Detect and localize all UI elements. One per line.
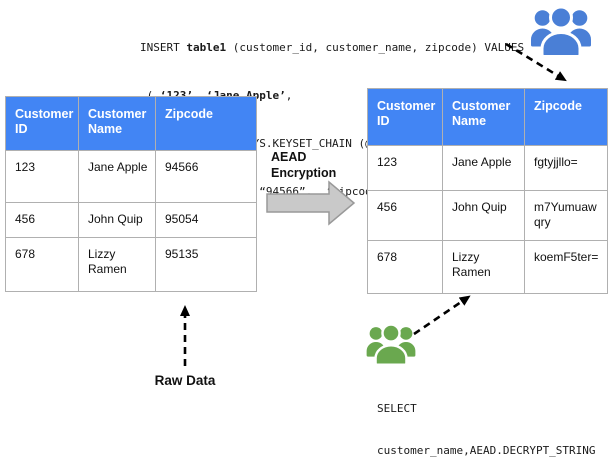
enc-table-header-customer-id: Customer ID: [368, 89, 443, 146]
decrypt-users-icon: [366, 323, 416, 366]
table-cell: m7Yumuawqry: [525, 191, 608, 241]
select-query-line2: customer_name,AEAD.DECRYPT_STRING: [377, 444, 596, 457]
table-cell: Jane Apple: [443, 146, 525, 191]
table-cell: 456: [368, 191, 443, 241]
table-cell: John Quip: [443, 191, 525, 241]
table-cell: 123: [368, 146, 443, 191]
table-cell: 678: [6, 238, 79, 292]
aead-encryption-label: AEAD Encryption: [271, 150, 337, 180]
select-query-line1: SELECT: [377, 402, 417, 415]
table-cell: Lizzy Ramen: [79, 238, 156, 292]
raw-table-header-customer-id: Customer ID: [6, 97, 79, 151]
table-cell: 95054: [156, 203, 257, 238]
enc-table-header-customer-name: Customer Name: [443, 89, 525, 146]
encrypted-data-table: Customer ID Customer Name Zipcode 123 Ja…: [367, 88, 608, 294]
select-query-code: SELECT customer_name,AEAD.DECRYPT_STRING…: [377, 374, 596, 469]
table-cell: koemF5ter=: [525, 241, 608, 294]
enc-table-header-zipcode: Zipcode: [525, 89, 608, 146]
table-cell: 678: [368, 241, 443, 294]
table-cell: 456: [6, 203, 79, 238]
table-cell: Jane Apple: [79, 151, 156, 203]
table-cell: 123: [6, 151, 79, 203]
table-cell: fgtyjjllo=: [525, 146, 608, 191]
raw-data-table: Customer ID Customer Name Zipcode 123 Ja…: [5, 96, 257, 292]
raw-table-header-zipcode: Zipcode: [156, 97, 257, 151]
raw-data-label: Raw Data: [154, 373, 216, 388]
table-cell: Lizzy Ramen: [443, 241, 525, 294]
table-cell: 94566: [156, 151, 257, 203]
select-flow-arrow: [413, 295, 471, 336]
raw-table-header-customer-name: Customer Name: [79, 97, 156, 151]
encryption-arrow: [266, 180, 356, 226]
encrypt-users-icon: [531, 5, 591, 58]
insert-query-line1: INSERT table1 (customer_id, customer_nam…: [140, 41, 525, 54]
table-cell: John Quip: [79, 203, 156, 238]
table-cell: 95135: [156, 238, 257, 292]
